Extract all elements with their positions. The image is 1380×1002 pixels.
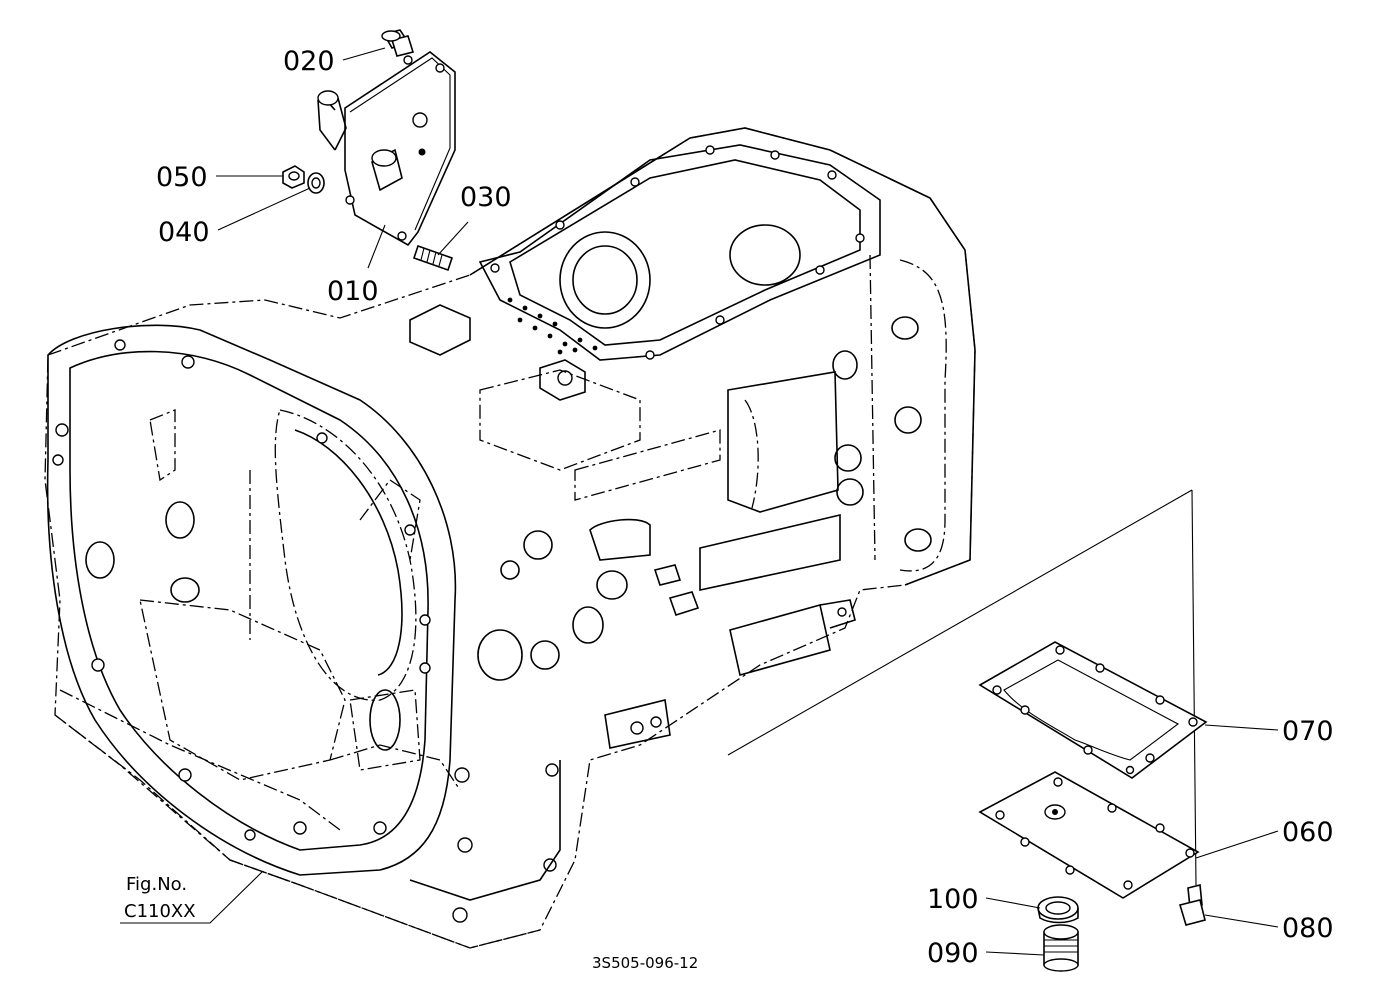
leader-lines bbox=[120, 47, 1279, 956]
callout-050: 050 bbox=[156, 162, 208, 193]
part-030-stud bbox=[412, 244, 454, 272]
part-010-cover-plate bbox=[344, 51, 456, 247]
figure-reference: Fig.No. C110XX bbox=[124, 874, 196, 922]
figure-reference-label: Fig.No. bbox=[126, 874, 187, 895]
pto-cover-assembly bbox=[282, 29, 456, 272]
part-040-washer bbox=[307, 172, 325, 194]
top-oil-port-pattern bbox=[507, 297, 598, 355]
drawing-code: 3S505-096-12 bbox=[592, 954, 698, 972]
callout-080: 080 bbox=[1282, 913, 1334, 944]
part-020-fitting bbox=[381, 29, 415, 57]
callout-090: 090 bbox=[927, 938, 979, 969]
callout-020: 020 bbox=[283, 46, 335, 77]
callout-030: 030 bbox=[460, 182, 512, 213]
callout-040: 040 bbox=[158, 217, 210, 248]
part-080-bolt bbox=[1178, 883, 1206, 926]
callout-labels: 020 050 040 030 010 070 060 080 100 090 bbox=[156, 46, 1334, 969]
part-060-cover-plate bbox=[978, 771, 1200, 899]
transmission-case bbox=[44, 127, 976, 949]
part-050-nut bbox=[282, 165, 305, 189]
callout-060: 060 bbox=[1282, 817, 1334, 848]
part-100-seal bbox=[1037, 896, 1079, 924]
callout-100: 100 bbox=[927, 884, 979, 915]
figure-reference-number: C110XX bbox=[124, 901, 196, 922]
callout-010: 010 bbox=[327, 276, 379, 307]
part-090-plug bbox=[1043, 924, 1079, 972]
part-070-gasket bbox=[978, 641, 1208, 779]
callout-070: 070 bbox=[1282, 716, 1334, 747]
